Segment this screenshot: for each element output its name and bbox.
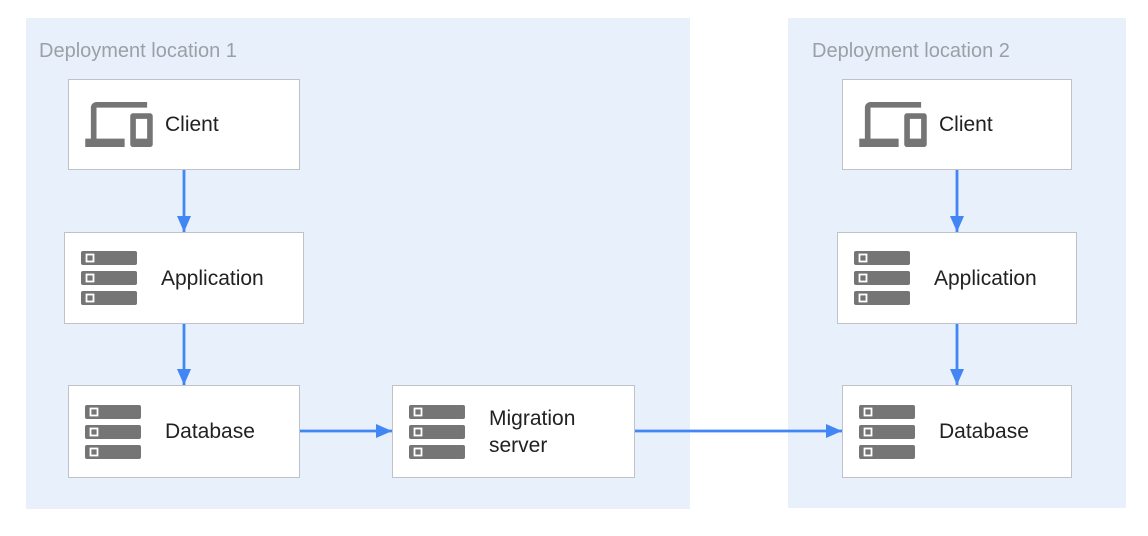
node-label: Migration server — [489, 406, 576, 457]
node-database-1: Database — [68, 385, 300, 478]
node-database-2: Database — [842, 385, 1072, 478]
node-migration-server: Migration server — [392, 385, 635, 478]
node-label: Client — [939, 113, 993, 136]
node-application-2: Application — [837, 232, 1077, 324]
server-stack-icon — [854, 251, 934, 305]
devices-icon — [85, 102, 165, 147]
node-application-1: Application — [64, 232, 304, 324]
node-label: Database — [165, 420, 255, 443]
node-label: Client — [165, 113, 219, 136]
server-stack-icon — [409, 404, 489, 459]
deployment-location-1-label: Deployment location 1 — [39, 40, 237, 62]
deployment-location-2-label: Deployment location 2 — [812, 40, 1010, 62]
node-label: Application — [161, 266, 264, 290]
node-client-2: Client — [842, 79, 1072, 170]
node-label: Database — [939, 420, 1029, 443]
node-label: Application — [934, 266, 1037, 290]
devices-icon — [859, 102, 939, 147]
node-client-1: Client — [68, 79, 300, 170]
server-stack-icon — [859, 404, 939, 459]
server-stack-icon — [85, 404, 165, 459]
server-stack-icon — [81, 251, 161, 305]
